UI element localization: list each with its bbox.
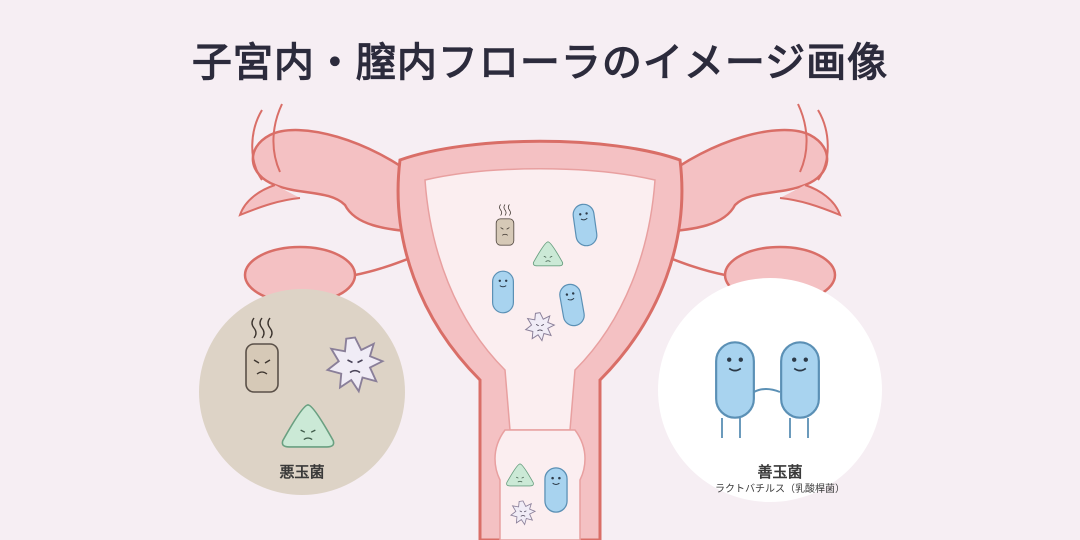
left-fallopian-tube [251,128,422,234]
uterine-cavity [424,168,656,431]
good-bacteria-sublabel: ラクトバチルス（乳酸桿菌） [715,484,845,495]
lactobacillus-icon [715,341,755,419]
lactobacillus-icon [544,467,568,513]
bad-bacteria-label: 悪玉菌 [279,463,325,481]
right-fallopian-tube [658,128,829,234]
lactobacillus-icon [492,270,515,314]
page-title: 子宮内・膣内フローラのイメージ画像 [191,40,889,86]
good-bacteria-label: 善玉菌 [757,463,803,481]
lactobacillus-icon [780,341,820,419]
